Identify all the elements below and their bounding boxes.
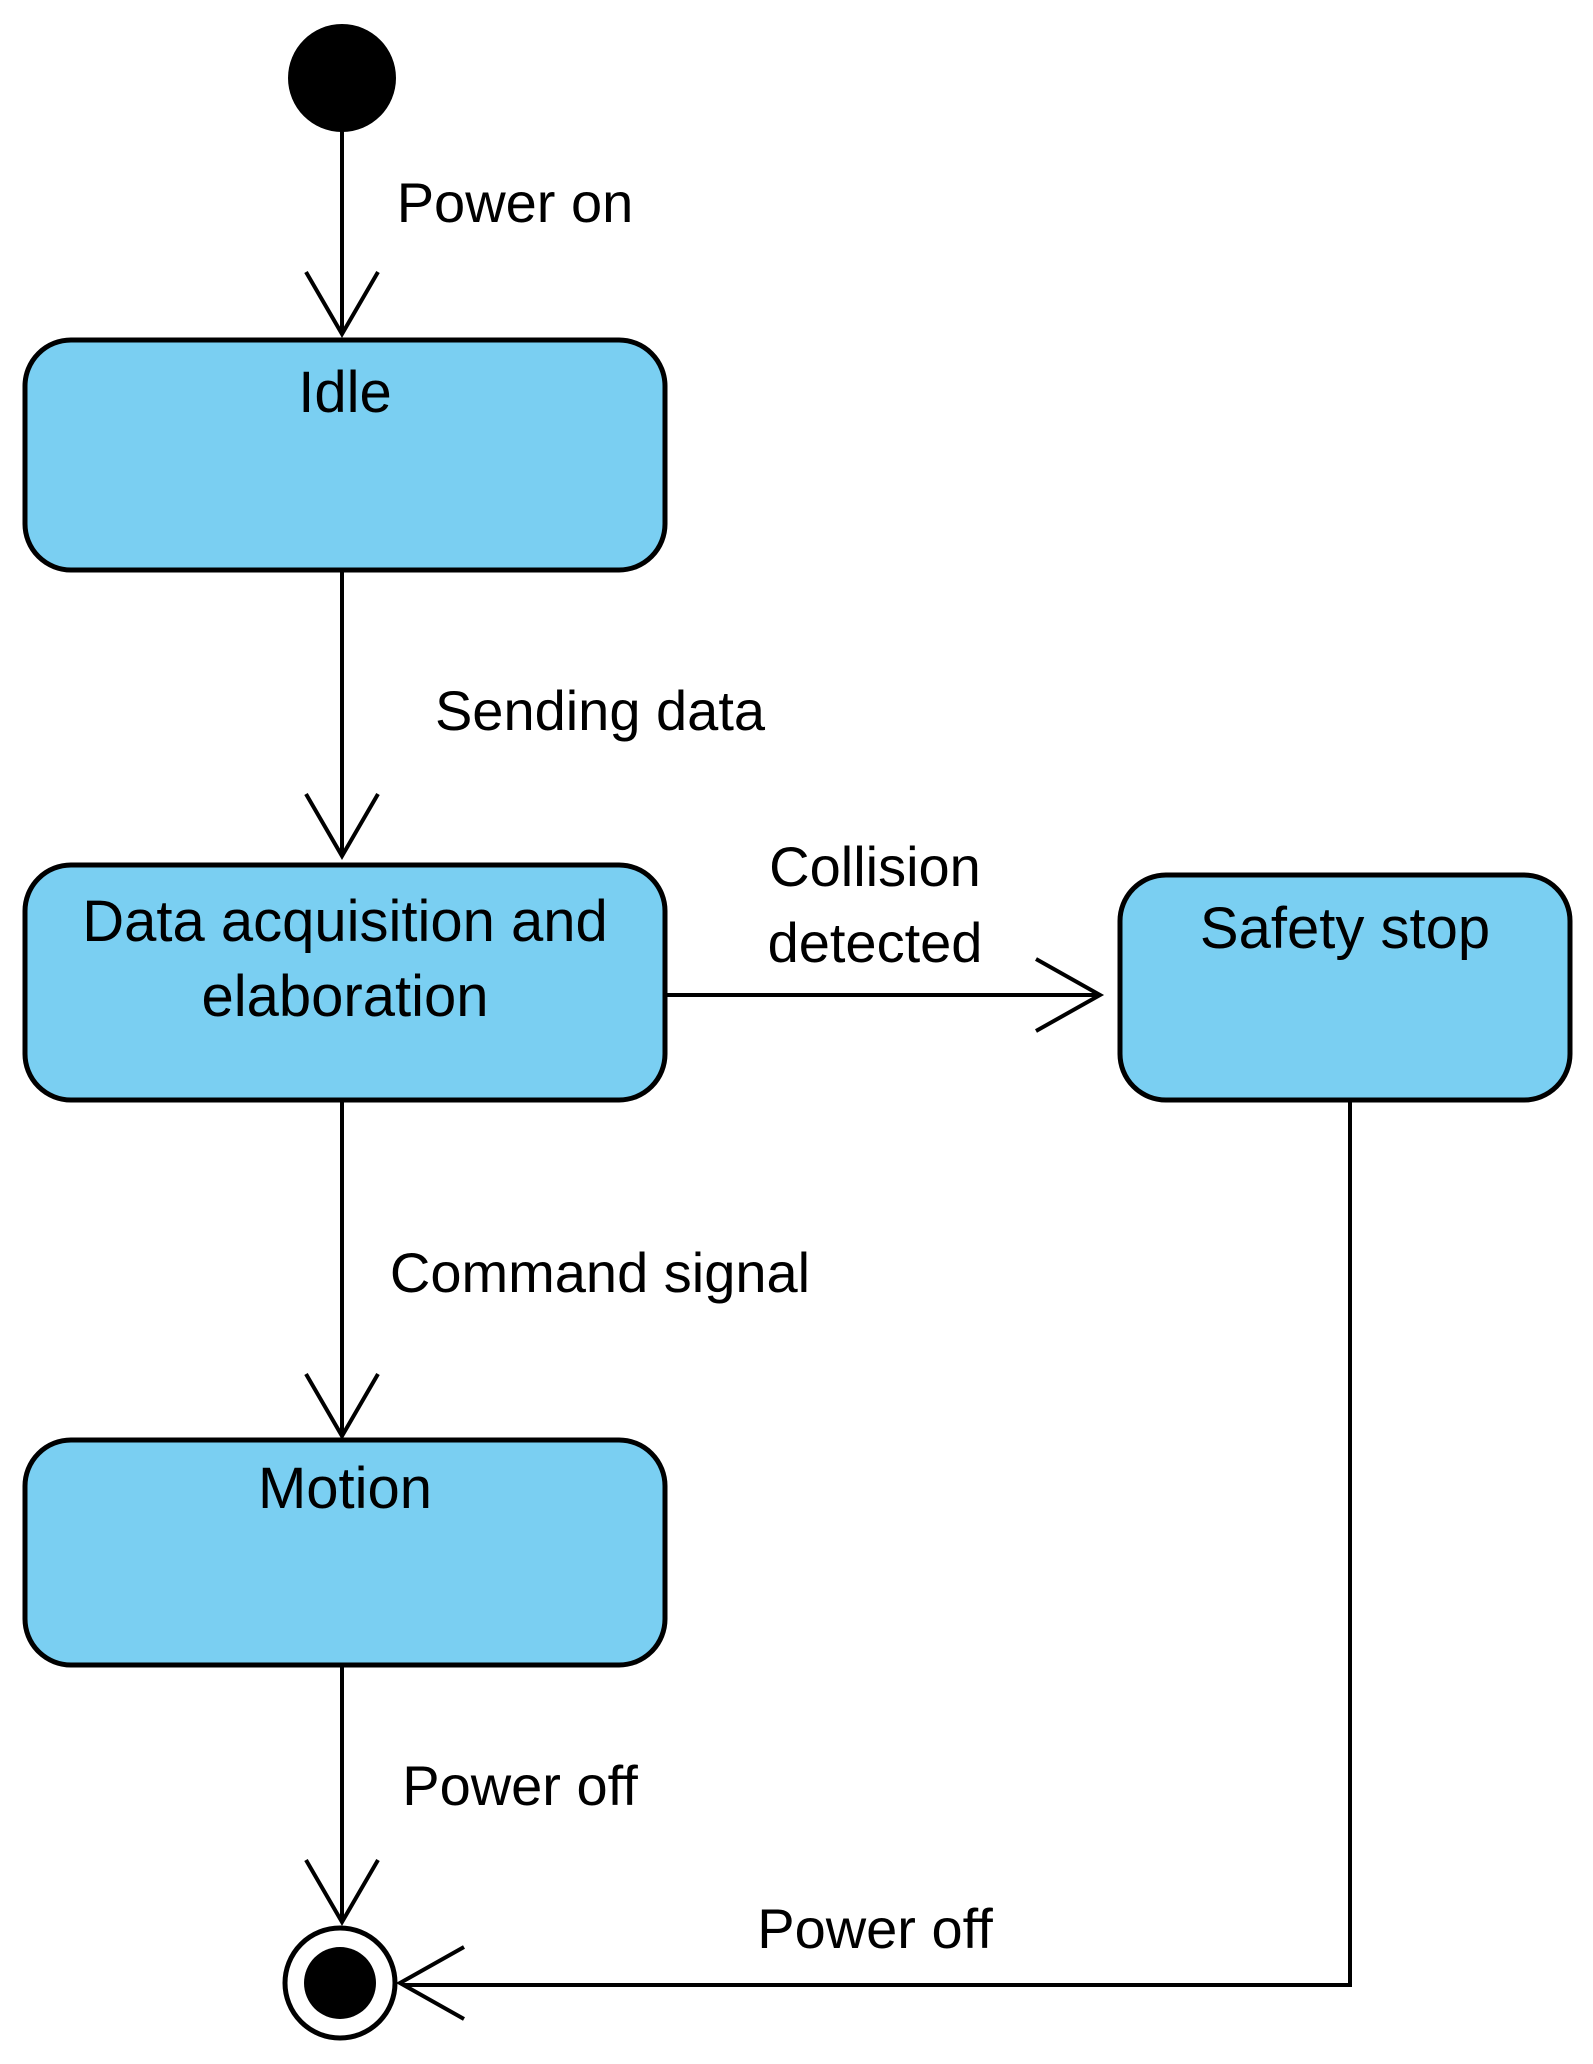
state-safety-stop-shape <box>1117 872 1573 1103</box>
transition-sending-data: Sending data <box>304 570 766 860</box>
transition-power-off-motion-label: Power off <box>402 1754 638 1817</box>
state-motion-label: Motion <box>258 1456 432 1521</box>
transition-command-signal: Command signal <box>304 1100 810 1440</box>
transition-power-off-safety-line <box>404 1100 1352 1987</box>
initial-state-node <box>288 24 396 132</box>
transition-power-on-arrow-head <box>304 270 380 338</box>
transition-power-off-safety-arrow-head <box>395 1945 465 2021</box>
state-safety-stop: Safety stop <box>1117 872 1573 1103</box>
state-motion: Motion <box>22 1437 668 1668</box>
transition-power-on-label: Power on <box>397 171 634 234</box>
transition-sending-data-label: Sending data <box>435 679 766 742</box>
state-idle-shape <box>22 337 668 573</box>
state-data-acquisition-shape <box>22 862 668 1103</box>
state-data-acquisition-label-line2: elaboration <box>202 964 489 1029</box>
state-safety-stop-label: Safety stop <box>1200 896 1490 961</box>
transition-collision-detected-label-line1: Collision <box>769 835 981 898</box>
state-data-acquisition: Data acquisition and elaboration <box>22 862 668 1103</box>
transition-command-signal-arrow-head <box>304 1372 380 1440</box>
state-data-acquisition-label-line1: Data acquisition and <box>82 889 608 954</box>
transition-command-signal-label: Command signal <box>390 1241 810 1304</box>
transition-power-off-safety-label: Power off <box>757 1897 993 1960</box>
transition-collision-detected-arrow-head <box>1035 957 1105 1033</box>
state-idle-label: Idle <box>298 360 392 425</box>
final-state-node <box>282 1925 398 2041</box>
transition-power-off-motion: Power off <box>304 1665 638 1926</box>
final-state-inner-dot <box>304 1947 376 2019</box>
state-motion-shape <box>22 1437 668 1668</box>
transition-power-on: Power on <box>304 130 634 338</box>
state-idle: Idle <box>22 337 668 573</box>
transition-collision-detected: Collision detected <box>665 835 1105 1033</box>
transition-sending-data-arrow-head <box>304 792 380 860</box>
transition-power-off-motion-arrow-head <box>304 1858 380 1926</box>
transition-collision-detected-label-line2: detected <box>768 911 983 974</box>
transition-power-off-safety: Power off <box>395 1100 1352 2021</box>
